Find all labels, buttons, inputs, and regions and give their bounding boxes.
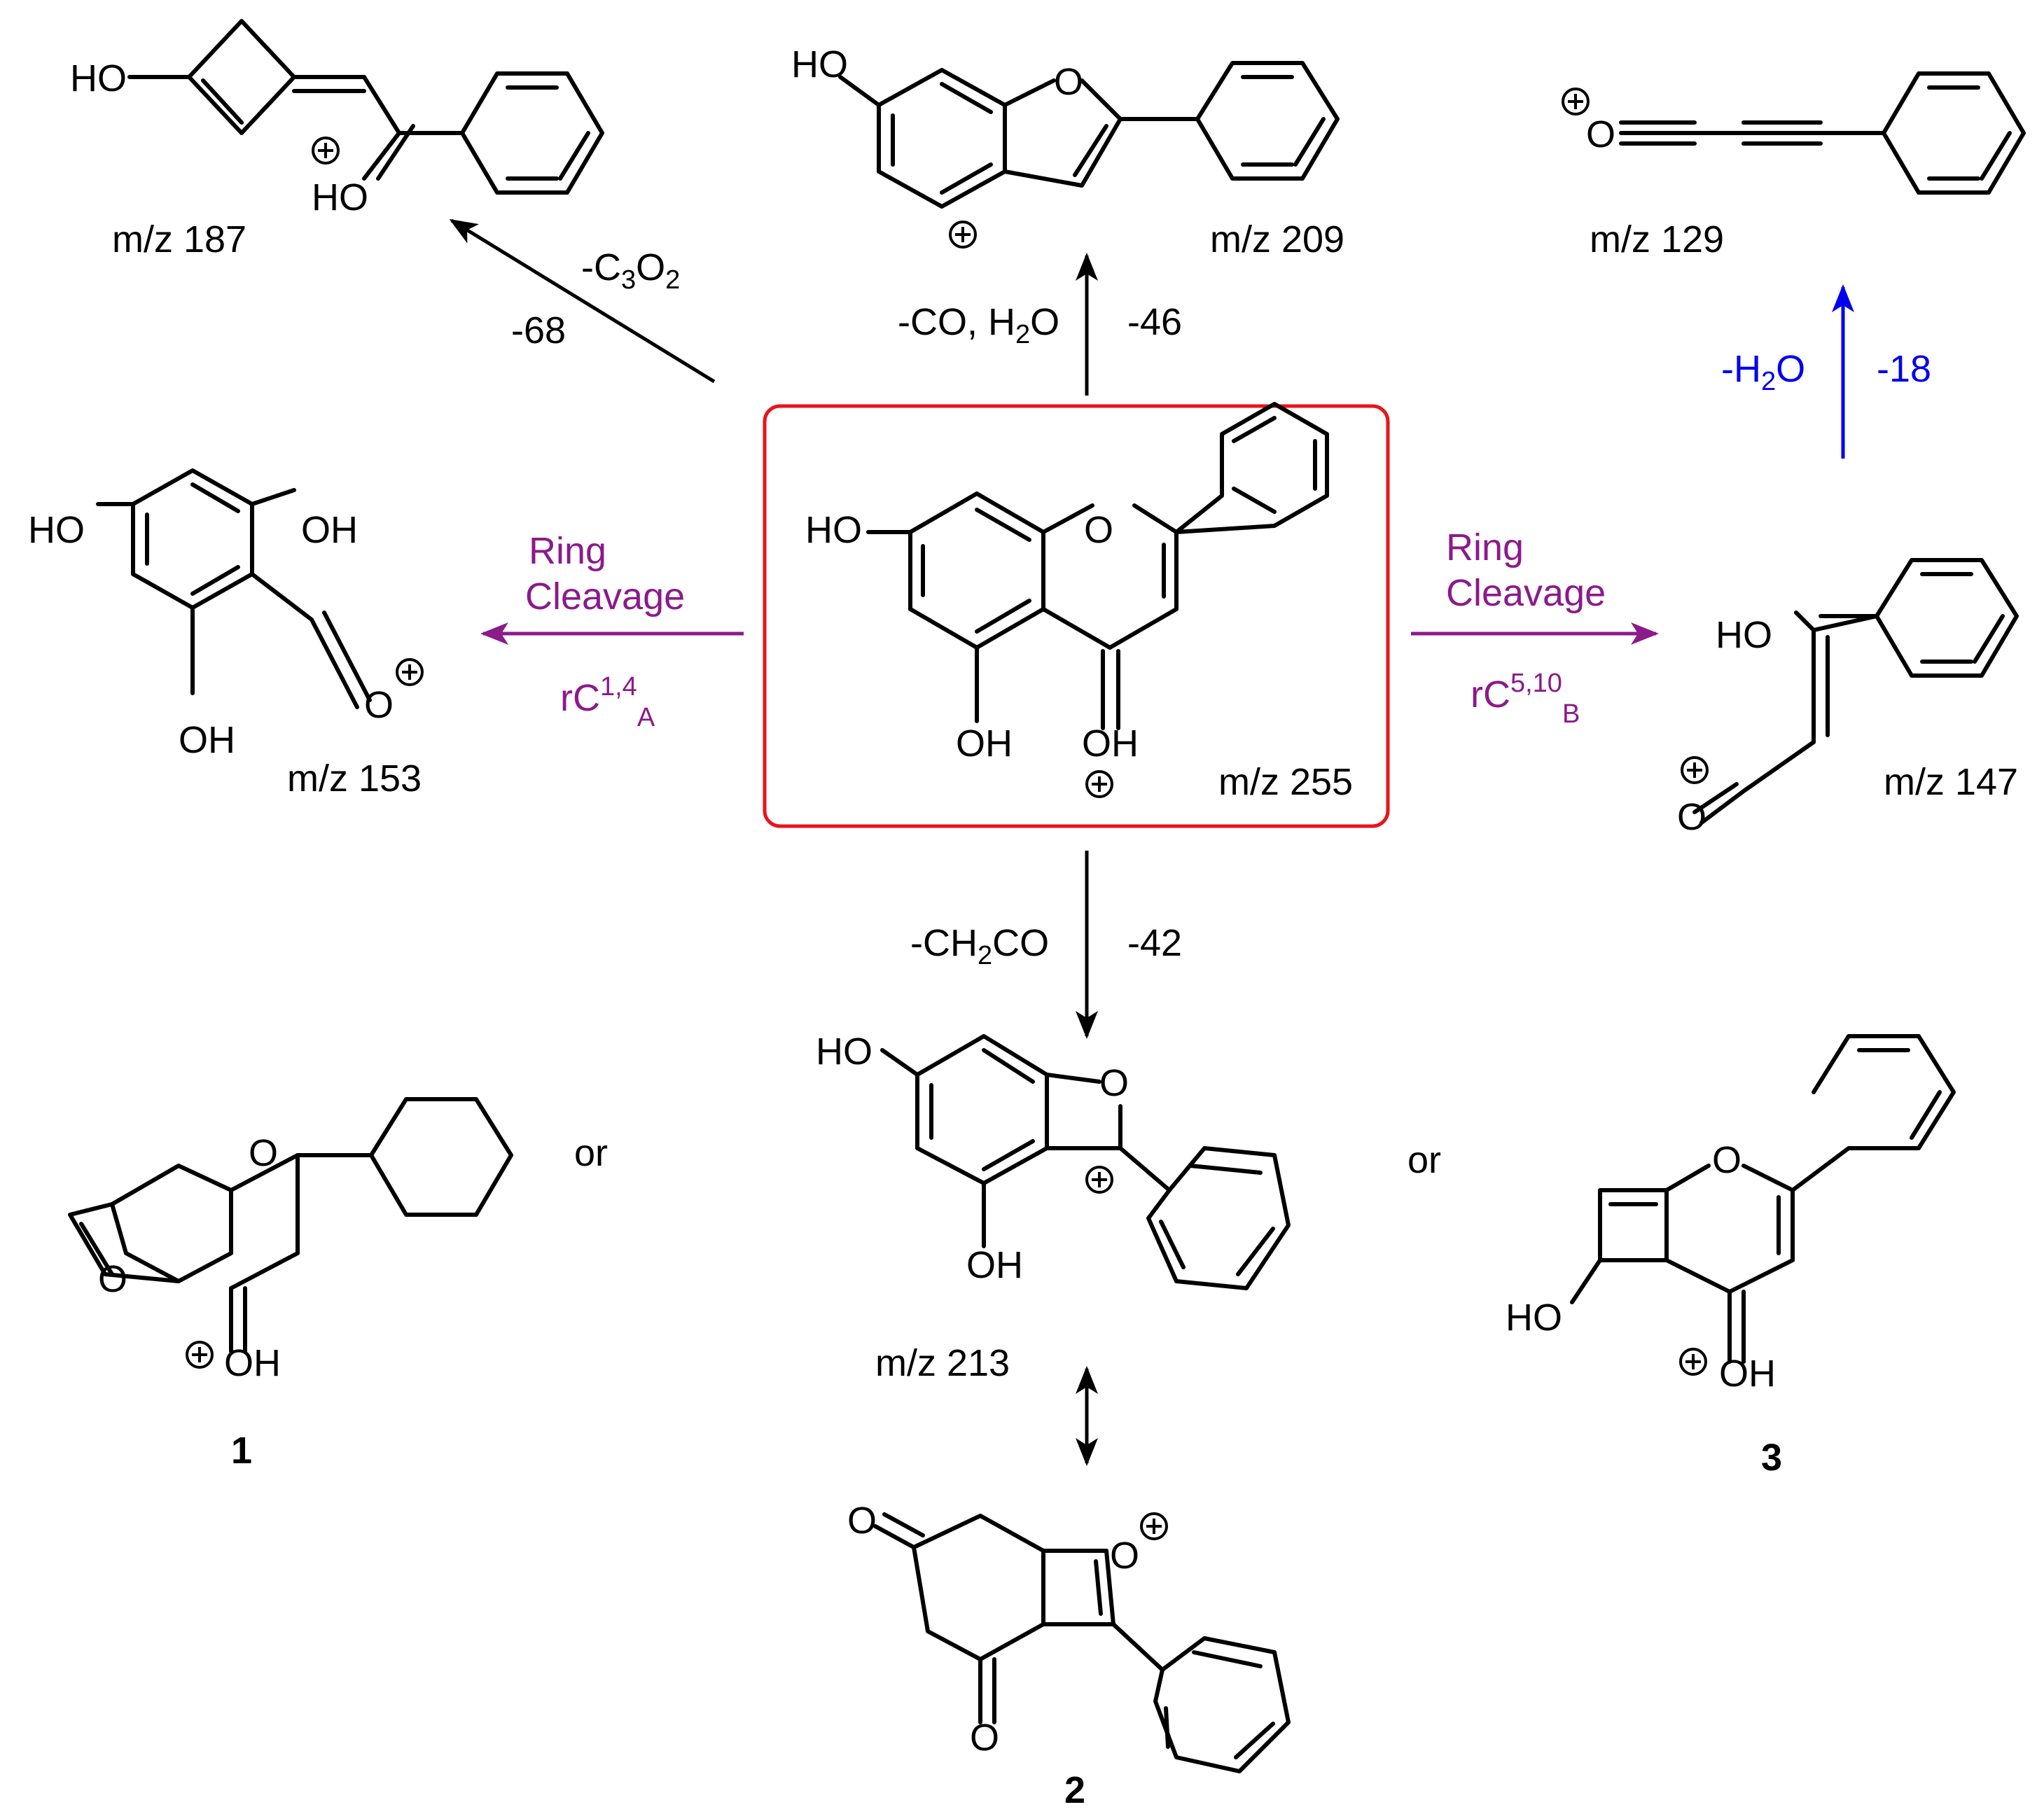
compound-1-label: 1 <box>231 1430 252 1472</box>
parent-atom-oh-5: OH <box>956 723 1013 765</box>
p153-oh-bottom: OH <box>179 719 235 761</box>
p153-o: O <box>364 684 394 726</box>
p129-o: O <box>1586 113 1615 155</box>
p153-plus-charge <box>396 658 424 686</box>
c3-plus-charge <box>1679 1348 1707 1376</box>
compound-3-label: 3 <box>1761 1437 1782 1479</box>
c1-oh: OH <box>224 1342 281 1384</box>
p209-mz: m/z 209 <box>1210 218 1344 260</box>
compound-3: O HO OH 3 <box>1506 1034 1956 1479</box>
product-129: O m/z 129 <box>1562 71 2026 260</box>
c2-plus-charge <box>1140 1512 1168 1540</box>
c1-plus-charge <box>186 1341 214 1369</box>
c2-o-keto-2: O <box>970 1717 999 1759</box>
product-209: HO O m/z 209 <box>791 43 1344 260</box>
p187-plus-charge <box>312 137 340 165</box>
p213-mz: m/z 213 <box>875 1342 1010 1384</box>
p147-mz: m/z 147 <box>1884 761 2018 803</box>
arrow-209-loss: -CO, H2O <box>898 301 1059 349</box>
arrow-187-loss: -C3O2 <box>581 246 680 295</box>
c2-o-ring: O <box>1110 1535 1139 1577</box>
arrow-213-mass: -42 <box>1127 922 1182 964</box>
p209-ho: HO <box>791 43 848 85</box>
parent-structure <box>866 402 1329 730</box>
arrow-209-mass: -46 <box>1127 301 1182 343</box>
arrow-147-rc: rC5,10B <box>1471 669 1580 729</box>
arrow-129-loss: -H2O <box>1721 348 1805 396</box>
p147-o: O <box>1677 796 1706 838</box>
p129-mz: m/z 129 <box>1590 218 1724 260</box>
parent-atom-o: O <box>1084 509 1113 551</box>
c3-ho: HO <box>1506 1297 1562 1339</box>
p153-oh-top: OH <box>301 509 358 551</box>
arrow-153-line1: Ring <box>529 530 606 572</box>
arrow-to-209: -CO, H2O -46 <box>898 253 1182 396</box>
parent-ion-box: HO O OH OH m/z 255 <box>763 402 1390 828</box>
arrow-to-147: Ring Cleavage rC5,10B <box>1411 526 1659 729</box>
compound-2-label: 2 <box>1064 1769 1085 1811</box>
p153-mz: m/z 153 <box>287 758 422 800</box>
p153-ho: HO <box>28 509 85 551</box>
compound-1: O O OH 1 <box>68 1097 513 1472</box>
p213-oh: OH <box>966 1244 1023 1286</box>
p213-plus-charge <box>1085 1166 1113 1194</box>
p147-ho: HO <box>1716 614 1772 656</box>
arrow-153-line2: Cleavage <box>525 575 685 618</box>
parent-atom-oh-4: OH <box>1082 723 1139 765</box>
arrow-213-loss: -CH2CO <box>910 922 1049 970</box>
arrow-147-line1: Ring <box>1446 526 1524 568</box>
arrow-to-213: -CH2CO -42 <box>910 851 1182 1039</box>
c3-o-ring: O <box>1712 1139 1741 1181</box>
p213-ho: HO <box>816 1031 872 1073</box>
c1-o-furan: O <box>98 1258 127 1300</box>
arrow-129-mass: -18 <box>1877 348 1931 390</box>
or-right: or <box>1407 1139 1441 1181</box>
parent-mz: m/z 255 <box>1218 761 1353 803</box>
p209-o: O <box>1054 61 1083 103</box>
c3-oh: OH <box>1719 1353 1776 1395</box>
compound-2: O O O 2 <box>847 1500 1291 1811</box>
p129-plus-charge <box>1562 88 1590 116</box>
parent-atom-ho: HO <box>805 509 862 551</box>
arrow-to-129: -H2O -18 <box>1721 284 1931 459</box>
arrow-to-153: Ring Cleavage rC1,4A <box>480 530 744 732</box>
arrow-153-rc: rC1,4A <box>560 672 655 732</box>
product-147: HO O m/z 147 <box>1677 558 2019 838</box>
c1-o-ring: O <box>249 1132 278 1174</box>
arrow-187-mass: -68 <box>511 309 566 351</box>
p147-plus-charge <box>1681 756 1709 784</box>
p187-ho-2: HO <box>312 176 368 218</box>
p187-mz: m/z 187 <box>112 218 246 260</box>
parent-plus-charge <box>1085 770 1113 798</box>
product-153: HO OH OH O m/z 153 <box>28 468 424 800</box>
c2-o-keto-1: O <box>847 1500 877 1542</box>
product-213: HO O OH m/z 213 <box>816 1031 1291 1384</box>
product-187: HO HO m/z 187 <box>70 19 604 260</box>
or-left: or <box>574 1132 608 1174</box>
arrow-to-187: -C3O2 -68 <box>449 218 716 384</box>
arrow-147-line2: Cleavage <box>1446 572 1606 614</box>
p187-ho: HO <box>70 57 127 99</box>
p209-plus-charge <box>949 221 977 249</box>
p213-o: O <box>1099 1062 1129 1104</box>
